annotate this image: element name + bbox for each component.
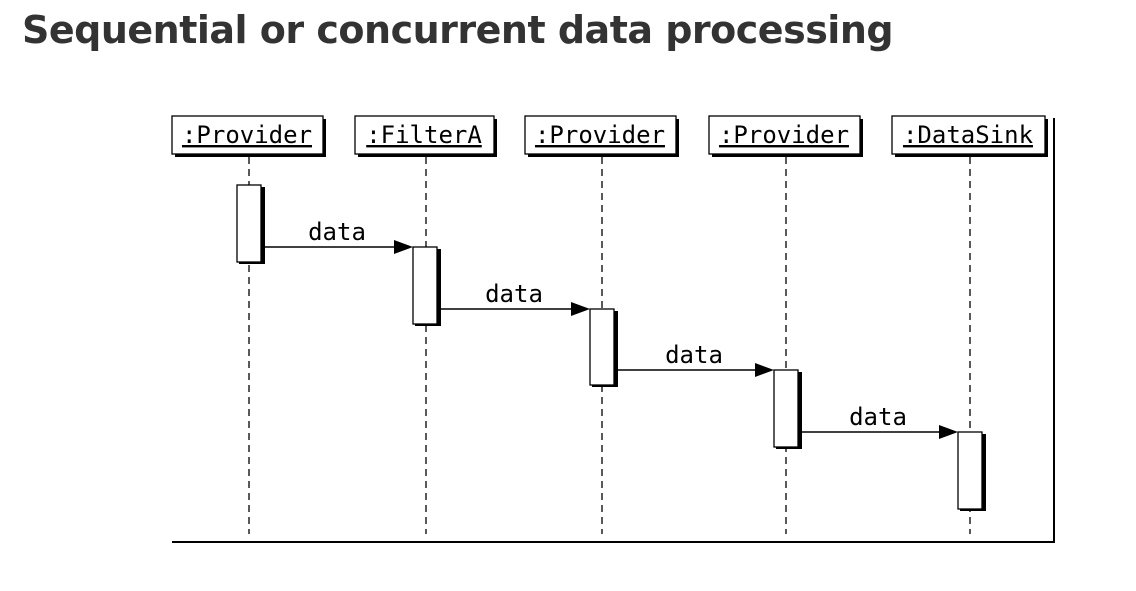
message-filtera-to-provider: data bbox=[437, 280, 590, 316]
participant-datasink: :DataSink bbox=[891, 115, 1048, 157]
participant-provider-2: :Provider bbox=[524, 115, 679, 157]
message-provider-to-provider: data bbox=[614, 341, 774, 377]
activation-bar-provider-2 bbox=[589, 308, 618, 387]
arrowhead-icon bbox=[571, 302, 590, 316]
participant-provider-3: :Provider bbox=[708, 115, 863, 157]
participant-label: :Provider bbox=[535, 121, 665, 149]
participant-label: :Provider bbox=[719, 121, 849, 149]
message-label: data bbox=[308, 218, 366, 246]
message-label: data bbox=[665, 341, 723, 369]
activation-bar-datasink bbox=[957, 431, 986, 511]
activation-bar-provider-3 bbox=[773, 369, 802, 449]
activation-bar-filtera bbox=[412, 246, 441, 326]
participant-filtera: :FilterA bbox=[354, 115, 497, 157]
message-label: data bbox=[849, 403, 907, 431]
participant-label: :Provider bbox=[182, 121, 312, 149]
message-provider-to-filtera: data bbox=[261, 218, 413, 254]
activation-bar-provider-1 bbox=[236, 184, 265, 264]
arrowhead-icon bbox=[394, 240, 413, 254]
message-label: data bbox=[485, 280, 543, 308]
page-title: Sequential or concurrent data processing bbox=[22, 8, 894, 52]
participant-label: :DataSink bbox=[903, 121, 1034, 149]
arrowhead-icon bbox=[755, 363, 774, 377]
message-provider-to-datasink: data bbox=[798, 403, 958, 439]
participant-label: :FilterA bbox=[366, 121, 482, 149]
arrowhead-icon bbox=[939, 425, 958, 439]
participant-provider-1: :Provider bbox=[171, 115, 326, 157]
